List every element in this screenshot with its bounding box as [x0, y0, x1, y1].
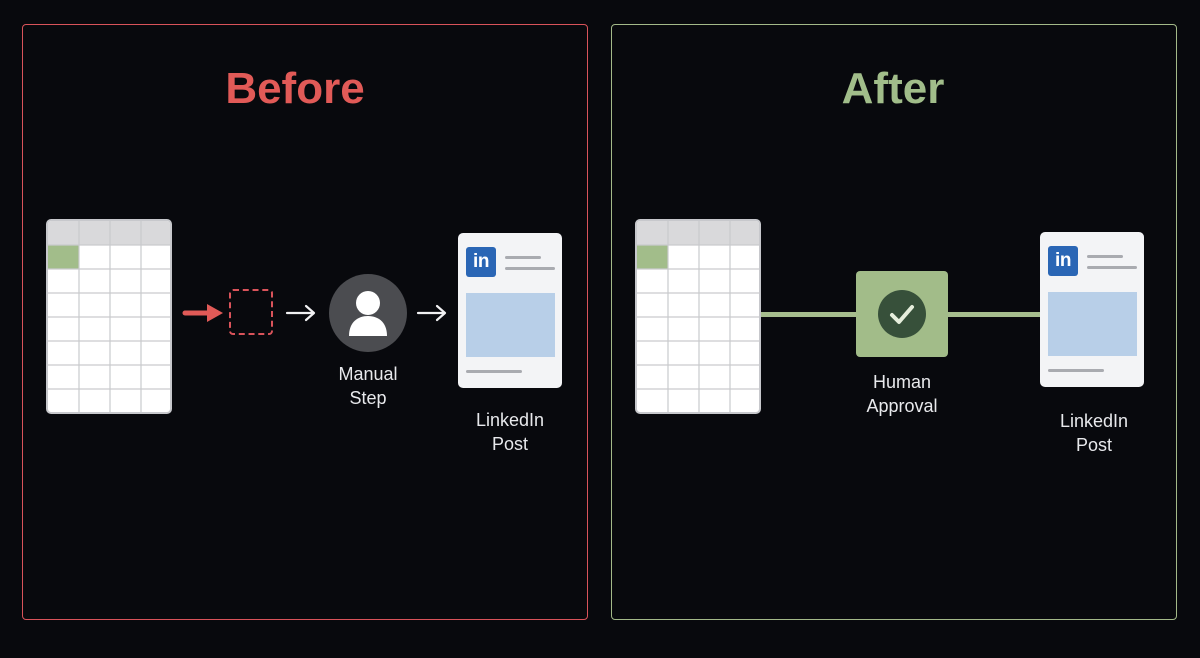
post-text-line: [1087, 266, 1137, 269]
dashed-placeholder-icon: [229, 289, 273, 335]
post-image-placeholder: [1048, 292, 1137, 356]
post-text-line: [1087, 255, 1123, 258]
linkedin-post-card: in: [458, 233, 562, 388]
after-panel: [611, 24, 1177, 620]
spreadsheet-grid: [48, 221, 170, 412]
before-panel: [22, 24, 588, 620]
post-text-line: [505, 256, 541, 259]
post-text-line: [505, 267, 555, 270]
human-approval-box: [856, 271, 948, 357]
connector-line: [761, 312, 857, 317]
linkedin-icon: in: [1048, 246, 1078, 276]
post-image-placeholder: [466, 293, 555, 357]
person-icon: [349, 291, 387, 336]
before-title: Before: [225, 64, 365, 113]
human-approval-label: Human Approval: [866, 372, 938, 416]
checkmark-icon: [878, 290, 926, 338]
arrow-right-icon: [285, 304, 316, 322]
manual-step-label: Manual Step: [338, 364, 398, 408]
red-arrow-right-icon: [182, 304, 223, 322]
linkedin-icon: in: [466, 247, 496, 277]
post-text-line: [466, 370, 522, 373]
spreadsheet-grid: [637, 221, 759, 412]
spreadsheet-icon: [46, 219, 172, 414]
connector-line: [947, 312, 1041, 317]
linkedin-post-card: in: [1040, 232, 1144, 387]
manual-step-avatar: [329, 274, 407, 352]
arrow-right-icon: [416, 304, 447, 322]
linkedin-post-label: LinkedIn Post: [475, 410, 545, 454]
spreadsheet-icon: [635, 219, 761, 414]
linkedin-post-label: LinkedIn Post: [1059, 411, 1129, 455]
after-title: After: [841, 64, 945, 113]
post-text-line: [1048, 369, 1104, 372]
